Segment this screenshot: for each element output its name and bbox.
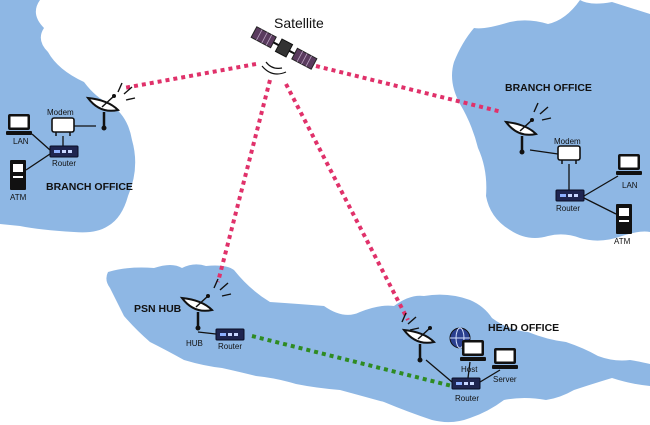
link-satellite-head-office bbox=[284, 83, 410, 321]
modem-label-branch-right: Modem bbox=[554, 137, 581, 146]
lan-monitor-icon-branch-left bbox=[6, 114, 32, 135]
router-icon-head-office bbox=[451, 377, 481, 390]
cable bbox=[25, 153, 51, 171]
router-label-branch-right: Router bbox=[556, 204, 580, 213]
router-label-psn-hub: Router bbox=[218, 342, 242, 351]
cable bbox=[31, 133, 51, 151]
cable bbox=[197, 331, 217, 335]
router-label-head-office: Router bbox=[455, 394, 479, 403]
satellite-icon bbox=[250, 26, 318, 70]
cable bbox=[479, 369, 501, 383]
cable bbox=[583, 197, 617, 215]
landmass-right bbox=[452, 0, 650, 241]
router-icon-psn-hub bbox=[215, 328, 245, 341]
host-monitor-icon bbox=[460, 340, 486, 361]
atm-label-branch-left: ATM bbox=[10, 193, 27, 202]
cable bbox=[425, 359, 453, 383]
lan-monitor-icon-branch-right bbox=[616, 154, 642, 175]
router-icon-branch-left bbox=[49, 145, 79, 158]
cable bbox=[529, 149, 559, 155]
satellite-signal-icon bbox=[261, 61, 287, 75]
link-satellite-psn-hub bbox=[216, 79, 272, 283]
cable bbox=[583, 175, 619, 197]
server-label: Server bbox=[493, 375, 517, 384]
hub-label: HUB bbox=[186, 339, 203, 348]
satellite-links bbox=[123, 62, 503, 321]
landmass-left bbox=[0, 0, 136, 233]
title-psn-hub: PSN HUB bbox=[134, 303, 182, 315]
satellite-label: Satellite bbox=[274, 15, 324, 31]
modem-label-branch-left: Modem bbox=[47, 108, 74, 117]
title-branch-office-right: BRANCH OFFICE bbox=[505, 82, 592, 94]
title-branch-office-left: BRANCH OFFICE bbox=[46, 181, 133, 193]
atm-icon-branch-left bbox=[10, 160, 26, 190]
landmass-bottom bbox=[106, 264, 650, 423]
server-monitor-icon bbox=[492, 348, 518, 369]
title-head-office: HEAD OFFICE bbox=[488, 322, 559, 334]
router-icon-branch-right bbox=[555, 189, 585, 202]
cable bbox=[467, 361, 471, 379]
atm-icon-branch-right bbox=[616, 204, 632, 234]
atm-label-branch-right: ATM bbox=[614, 237, 631, 246]
lan-label-branch-right: LAN bbox=[622, 181, 638, 190]
router-label-branch-left: Router bbox=[52, 159, 76, 168]
lan-label-branch-left: LAN bbox=[13, 137, 29, 146]
link-hub-router-head-router bbox=[251, 334, 453, 388]
link-satellite-branch-left bbox=[123, 62, 257, 90]
